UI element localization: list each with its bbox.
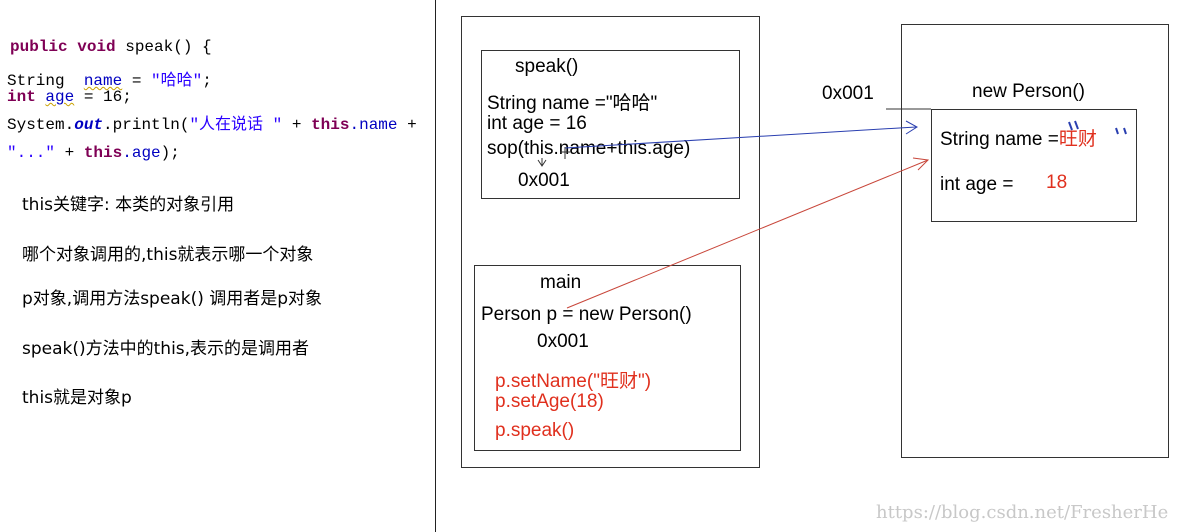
keyword-public: public	[10, 38, 68, 56]
code-line-5: "..." + this.age);	[7, 144, 180, 162]
quote-mark-left	[1068, 120, 1079, 131]
cursor-mark-2	[560, 147, 570, 159]
watermark: https://blog.csdn.net/FresherHe	[876, 502, 1169, 523]
main-frame-title: main	[540, 272, 582, 293]
stack-memory-box	[461, 16, 760, 468]
main-p-address: 0x001	[537, 331, 589, 352]
note-1: this关键字: 本类的对象引用	[22, 195, 235, 215]
p-arrowhead	[912, 157, 930, 171]
speak-line-name: String name ="哈哈"	[487, 93, 658, 114]
speak-line-age: int age = 16	[487, 113, 587, 134]
main-decl: Person p = new Person()	[481, 304, 692, 325]
keyword-this: this	[83, 144, 123, 162]
code-line-2: String name = "哈哈";	[7, 66, 212, 90]
code-line-4: System.out.println("人在说话 " + this.name +	[7, 110, 417, 134]
code-text: .println(	[103, 116, 190, 134]
code-text: );	[160, 144, 180, 162]
code-field: .age	[122, 144, 161, 162]
note-2: 哪个对象调用的,this就表示哪一个对象	[22, 245, 314, 265]
code-text: +	[55, 144, 84, 162]
speak-frame-title: speak()	[515, 56, 579, 77]
speak-frame	[481, 50, 740, 199]
note-4: speak()方法中的this,表示的是调用者	[22, 339, 310, 359]
code-line-3: int age = 16;	[7, 88, 132, 106]
code-text: = 16;	[74, 88, 132, 106]
main-call-speak: p.speak()	[495, 420, 575, 441]
p-reference-arrow	[566, 159, 929, 309]
person-object-box	[931, 109, 1137, 222]
code-text: System.	[7, 116, 75, 134]
main-call-setname: p.setName("旺财")	[495, 371, 652, 392]
code-type: String	[7, 72, 65, 90]
heap-name-label: String name =	[940, 129, 1059, 150]
keyword-int: int	[7, 88, 36, 106]
main-call-setage: p.setAge(18)	[495, 391, 604, 412]
heap-name-field: String name =旺财	[940, 124, 1097, 151]
code-string: "人在说话 "	[189, 116, 283, 134]
code-text: speak() {	[115, 38, 212, 56]
heap-age-value: 18	[1046, 172, 1068, 193]
vertical-divider	[435, 0, 436, 532]
code-text: ;	[202, 72, 212, 90]
note-5: this就是对象p	[22, 388, 132, 408]
code-out: out	[74, 116, 104, 134]
heap-object-address: 0x001	[822, 83, 874, 104]
code-line-1: public void speak() {	[10, 38, 212, 56]
code-var-age: age	[45, 88, 75, 106]
this-reference-arrow	[564, 126, 917, 149]
keyword-this: this	[311, 116, 350, 134]
speak-this-address: 0x001	[518, 170, 570, 191]
keyword-void: void	[77, 38, 116, 56]
code-text: =	[122, 72, 152, 90]
cursor-mark-1	[537, 158, 547, 167]
heap-age-label: int age =	[940, 174, 1014, 195]
code-var-name: name	[83, 72, 123, 90]
code-text: +	[282, 116, 312, 134]
code-text: +	[397, 116, 417, 134]
main-frame	[474, 265, 741, 451]
code-field: .name	[349, 116, 398, 134]
code-string: "..."	[7, 144, 56, 162]
code-string: "哈哈"	[151, 72, 203, 90]
quote-mark-right	[1115, 127, 1127, 135]
heap-name-value: 旺财	[1058, 129, 1097, 150]
heap-object-title: new Person()	[972, 81, 1085, 102]
note-3: p对象,调用方法speak() 调用者是p对象	[22, 289, 323, 309]
this-arrowhead	[905, 120, 918, 135]
heap-memory-box	[901, 24, 1169, 458]
